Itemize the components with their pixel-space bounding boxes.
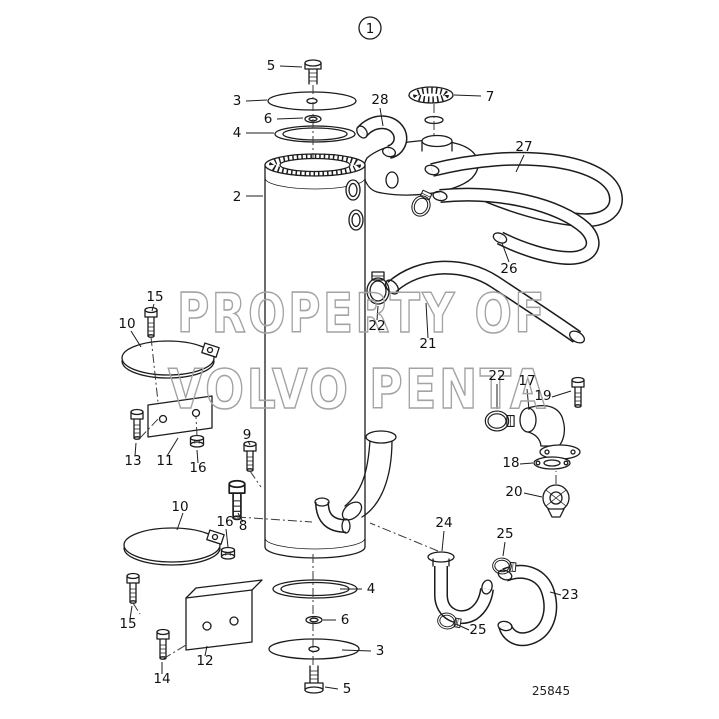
callout-6: 6 <box>341 612 350 628</box>
bolt-5-top <box>304 59 322 85</box>
callout-4: 4 <box>233 125 242 141</box>
hose-26 <box>432 187 600 266</box>
callout-22: 22 <box>488 368 505 384</box>
watermark-line2: VOLVO PENTA <box>168 358 548 421</box>
callout-27: 27 <box>515 139 532 155</box>
watermark: PROPERTY OF VOLVO PENTA <box>167 281 548 422</box>
callout-19: 19 <box>534 388 551 404</box>
exhaust-riser <box>341 430 397 521</box>
small-elbow-fitting <box>314 497 351 534</box>
heat-exchanger-housing <box>264 153 366 559</box>
callout-3: 3 <box>233 93 242 109</box>
bolt-5-bottom <box>304 665 324 694</box>
figure-ref-badge: 1 <box>358 16 382 40</box>
callout-10: 10 <box>118 316 135 332</box>
callout-10: 10 <box>171 499 188 515</box>
callout-11: 11 <box>156 453 173 469</box>
watermark-line1: PROPERTY OF <box>177 282 547 345</box>
callout-25: 25 <box>496 526 513 542</box>
callout-20: 20 <box>505 484 522 500</box>
callout-28: 28 <box>371 92 388 108</box>
clamp-10-upper <box>121 340 220 379</box>
hose-21 <box>384 260 586 344</box>
figure-ref-label: 1 <box>366 21 375 37</box>
callout-2: 2 <box>233 189 242 205</box>
leader-lines <box>129 65 572 690</box>
callout-15: 15 <box>119 616 136 632</box>
hose-28 <box>356 115 408 159</box>
nut-16-lower <box>220 546 236 560</box>
plate-3-bottom <box>268 638 360 660</box>
callout-26: 26 <box>500 261 517 277</box>
bolt-13 <box>130 408 144 440</box>
bracket-11 <box>147 395 213 438</box>
bolt-9 <box>243 440 257 472</box>
callout-16: 16 <box>216 514 233 530</box>
callout-18: 18 <box>502 455 519 471</box>
centerlines <box>132 85 557 665</box>
callout-25: 25 <box>469 622 486 638</box>
callout-8: 8 <box>239 518 248 534</box>
callout-6: 6 <box>264 111 273 127</box>
callout-14: 14 <box>153 671 170 687</box>
callout-24: 24 <box>435 515 452 531</box>
callout-13: 13 <box>124 453 141 469</box>
gasket-4-top <box>274 125 356 143</box>
callout-17: 17 <box>518 373 535 389</box>
washer-6-bottom <box>305 615 323 625</box>
callout-23: 23 <box>561 587 578 603</box>
callout-16: 16 <box>189 460 206 476</box>
callout-21: 21 <box>419 336 436 352</box>
callout-22: 22 <box>368 318 385 334</box>
callout-12: 12 <box>196 653 213 669</box>
parts-layer <box>121 59 623 694</box>
bolt-15-upper <box>144 306 158 338</box>
callout-7: 7 <box>486 89 495 105</box>
clamp-10-lower <box>123 527 225 566</box>
exhaust-pipe-24 <box>427 551 494 625</box>
bolt-15-lower <box>126 572 140 604</box>
gasket-18 <box>533 456 571 470</box>
bolt-14 <box>156 628 170 660</box>
callout-15: 15 <box>146 289 163 305</box>
bracket-12 <box>185 579 263 651</box>
drawing-part-number: 25845 <box>532 684 570 698</box>
hose-23 <box>497 564 558 647</box>
callout-3: 3 <box>376 643 385 659</box>
filler-cap <box>408 86 454 125</box>
callout-5: 5 <box>343 681 352 697</box>
callout-9: 9 <box>243 427 252 443</box>
plate-3-top <box>267 91 357 111</box>
thermostat-20 <box>542 484 570 518</box>
bolt-19 <box>571 376 585 408</box>
callout-5: 5 <box>267 58 276 74</box>
callout-4: 4 <box>367 581 376 597</box>
nut-16-upper <box>189 434 205 448</box>
